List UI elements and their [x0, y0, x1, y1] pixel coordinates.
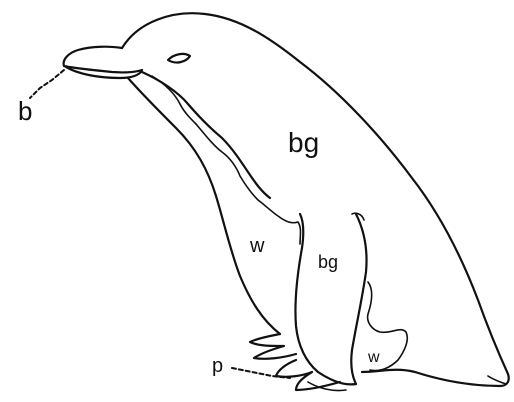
label-white-front: w — [249, 235, 265, 257]
body-outline — [122, 13, 509, 386]
label-back-lower: bg — [318, 252, 338, 272]
foot-upper — [250, 334, 296, 359]
eye — [168, 54, 190, 63]
beak-leader — [30, 70, 64, 98]
beak-upper — [64, 47, 142, 73]
foot-lower — [276, 360, 340, 390]
label-white-flank: w — [367, 349, 380, 366]
label-beak: b — [18, 96, 32, 126]
tail-outline — [488, 376, 506, 384]
label-feet: p — [212, 355, 223, 377]
chest-outline — [128, 78, 280, 334]
flipper-outline — [295, 214, 356, 384]
label-back-upper: bg — [288, 127, 319, 158]
face-patch-edge — [152, 76, 196, 124]
flipper-back — [351, 214, 366, 384]
